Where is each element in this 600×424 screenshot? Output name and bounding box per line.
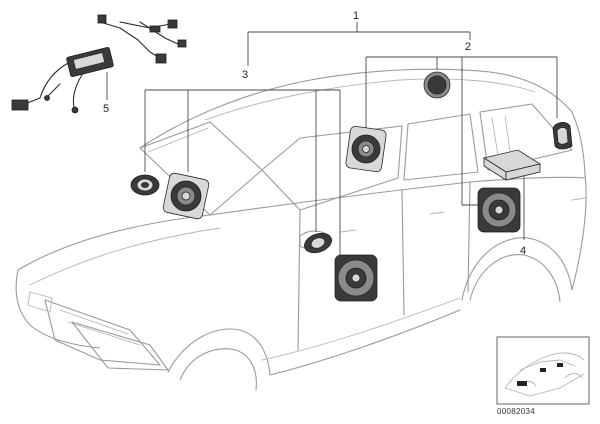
- callout-3: 3: [242, 69, 248, 81]
- front-tweeter: [130, 174, 160, 196]
- leader-lines: [106, 22, 558, 260]
- car-body-outline: [15, 68, 587, 391]
- rear-midrange-speaker: [345, 125, 387, 173]
- front-midrange-speaker: [162, 172, 210, 220]
- callout-1: 1: [353, 10, 359, 22]
- wiring-harness: [11, 14, 187, 114]
- callout-5: 5: [103, 103, 109, 115]
- rear-door-woofer: [477, 187, 521, 233]
- reference-number: 00082034: [497, 407, 535, 416]
- callout-4: 4: [520, 245, 526, 257]
- rear-tweeter: [552, 122, 573, 150]
- round-speaker-grille: [423, 71, 451, 99]
- amplifier-box: [482, 149, 542, 181]
- callout-2: 2: [465, 41, 471, 53]
- door-tweeter: [304, 232, 332, 254]
- front-door-woofer: [334, 254, 378, 302]
- thumbnail-inset: [496, 336, 590, 405]
